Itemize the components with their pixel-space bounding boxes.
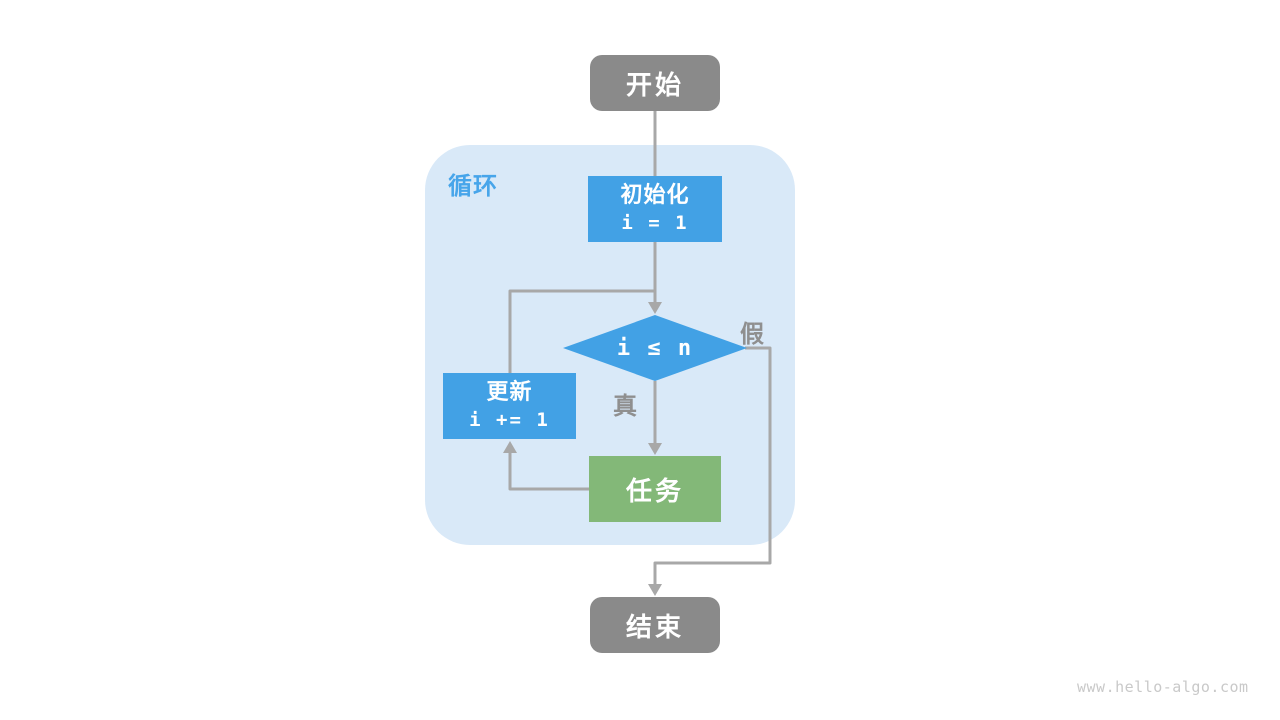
update-node-code: i += 1 [469,409,550,431]
arrowhead-into-task [648,443,662,455]
false-branch-label: 假 [740,321,764,348]
edge-task-to-update [508,453,589,491]
start-node-label: 开始 [625,69,684,100]
arrowhead-into-condition [648,302,662,314]
init-node-code: i = 1 [621,212,689,234]
condition-node-code: i ≤ n [616,335,694,361]
true-branch-label: 真 [613,393,637,420]
init-node: 初始化 i = 1 [588,176,722,242]
loop-region-label: 循环 [448,173,498,200]
edge-update-loopback [508,289,655,373]
task-node: 任务 [589,456,721,522]
edge-condition-to-end [653,346,772,584]
update-node-label: 更新 [486,379,533,404]
arrowhead-into-update [503,441,517,453]
init-node-label: 初始化 [620,182,690,207]
end-node: 结束 [590,597,720,653]
start-node: 开始 [590,55,720,111]
update-node: 更新 i += 1 [443,373,576,439]
end-node-label: 结束 [625,611,684,642]
watermark-text: www.hello-algo.com [1077,678,1249,696]
task-node-label: 任务 [625,475,684,506]
arrowhead-into-end [648,584,662,596]
